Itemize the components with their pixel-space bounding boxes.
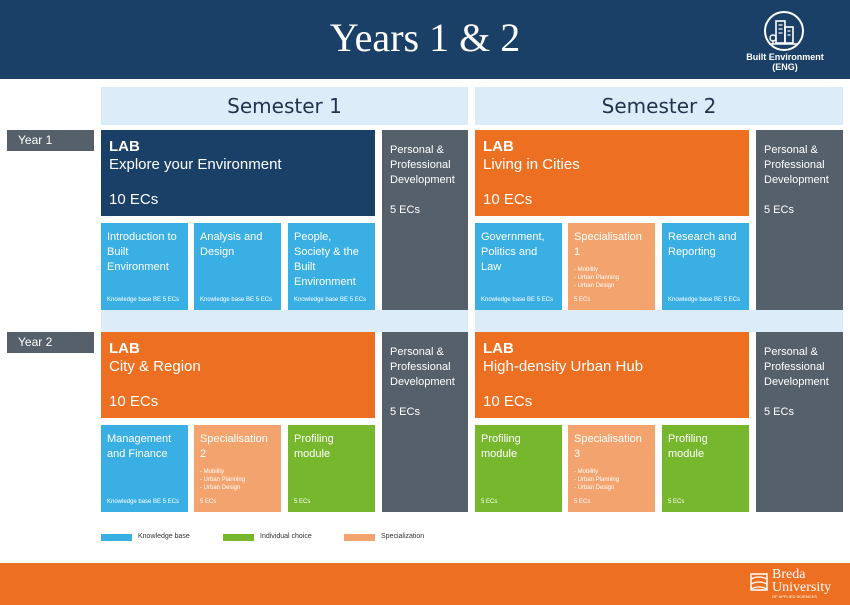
semester-1-band [101,87,468,125]
university-subtitle: OF APPLIED SCIENCES [772,594,817,599]
page-title: Years 1 & 2 [329,15,521,60]
buildings-icon [764,11,804,51]
lab-ec: 10 ECs [109,393,159,410]
year-separator-band-2 [475,310,843,332]
legend-label-knowledge: Knowledge base [138,533,190,540]
semester-1-title: Semester 1 [227,94,342,118]
module-card: Management and Finance Knowledge base BE… [101,425,188,512]
university-mark-icon [750,573,768,591]
lab-ec: 10 ECs [483,191,533,208]
university-name: Breda University [772,567,832,595]
module-card: Analysis and Design Knowledge base BE 5 … [194,223,281,310]
year-separator-band-1 [101,310,468,332]
personal-development-card: Personal & Professional Development 5 EC… [382,332,468,512]
module-card: Government, Politics and Law Knowledge b… [475,223,562,310]
personal-development-card: Personal & Professional Development 5 EC… [382,130,468,310]
semester-2-band [475,87,843,125]
lab-card: LAB High-density Urban Hub 10 ECs [475,332,749,418]
lab-card: LAB Explore your Environment 10 ECs [101,130,375,216]
legend-swatch-knowledge [101,534,132,541]
lab-ec: 10 ECs [109,191,159,208]
legend-label-specialization: Specialization [381,533,425,540]
year-1-tag: Year 1 [7,130,94,151]
profiling-module-card: Profiling module 5 ECs [475,425,562,512]
module-card: Research and Reporting Knowledge base BE… [662,223,749,310]
page-footer [0,563,850,605]
profiling-module-card: Profiling module 5 ECs [288,425,375,512]
specialisation-card: Specialisation 3 - Mobility - Urban Plan… [568,425,655,512]
module-card: Introduction to Built Environment Knowle… [101,223,188,310]
lab-name: Explore your Environment [109,156,282,173]
lab-ec: 10 ECs [483,393,533,410]
programme-label: Built Environment (ENG) [746,52,824,72]
lab-name: Living in Cities [483,156,580,173]
personal-development-card: Personal & Professional Development 5 EC… [756,130,843,310]
semester-2-title: Semester 2 [601,94,717,118]
page-header [0,0,850,79]
lab-card: LAB City & Region 10 ECs [101,332,375,418]
lab-name: City & Region [109,358,201,375]
profiling-module-card: Profiling module 5 ECs [662,425,749,512]
module-card: People, Society & the Built Environment … [288,223,375,310]
year-2-tag: Year 2 [7,332,94,353]
lab-card: LAB Living in Cities 10 ECs [475,130,749,216]
specialisation-card: Specialisation 1 - Mobility - Urban Plan… [568,223,655,310]
personal-development-card: Personal & Professional Development 5 EC… [756,332,843,512]
specialisation-card: Specialisation 2 - Mobility - Urban Plan… [194,425,281,512]
lab-name: High-density Urban Hub [483,358,644,375]
legend-swatch-choice [223,534,254,541]
legend-label-choice: Individual choice [260,533,312,540]
legend-swatch-specialization [344,534,375,541]
